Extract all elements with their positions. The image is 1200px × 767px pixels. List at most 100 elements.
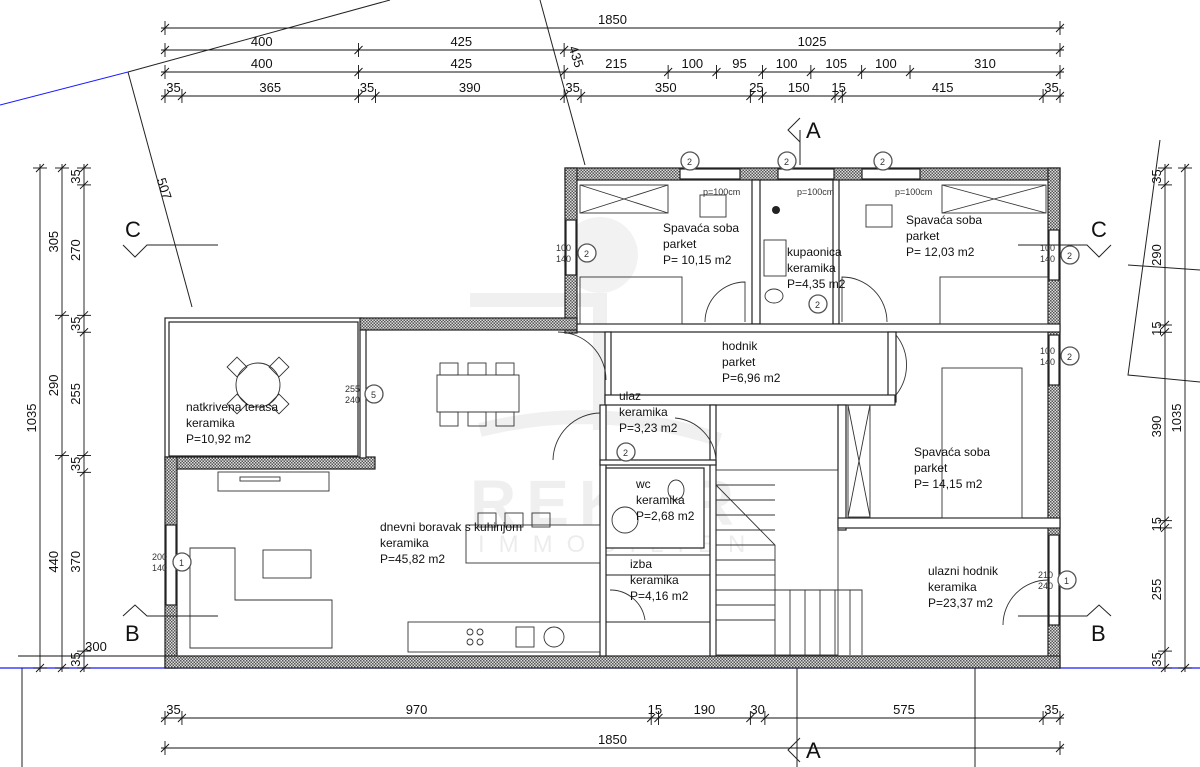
chair <box>467 362 487 376</box>
room-area: P=3,23 m2 <box>619 421 678 435</box>
dining-table <box>436 374 520 413</box>
dimension-label: 255 <box>1149 579 1164 601</box>
window <box>861 168 921 180</box>
parapet-label: p=100cm <box>895 187 932 197</box>
room-floor: keramika <box>787 261 836 275</box>
room-area: P=10,92 m2 <box>186 432 251 446</box>
window-tag-number: 2 <box>880 157 885 167</box>
window-tag <box>1060 346 1080 366</box>
room-floor: parket <box>906 229 940 243</box>
dimension-label: 970 <box>406 702 428 717</box>
room-area: P= 12,03 m2 <box>906 245 975 259</box>
sofa <box>189 547 333 649</box>
dimension-label: 255 <box>68 383 83 405</box>
kitchen-counter <box>407 621 601 653</box>
desk-chair <box>865 204 893 228</box>
diag-left-label: 507 <box>154 176 175 201</box>
door-swing <box>557 331 607 381</box>
dimension-label: 400 <box>251 34 273 49</box>
section-b-left-label: B <box>125 621 140 646</box>
chair <box>467 411 487 427</box>
dimension-label: 425 <box>450 56 472 71</box>
dimension-label: 1025 <box>798 34 827 49</box>
window-tag <box>1060 245 1080 265</box>
dimension-label: 105 <box>825 56 847 71</box>
opening-width: 200 <box>152 552 167 562</box>
wardrobe-x <box>579 184 669 214</box>
window <box>1048 334 1060 386</box>
room-name: dnevni boravak s kuhinjom <box>380 520 522 534</box>
diag-dimension-left <box>127 71 193 308</box>
neighbour-outline <box>1127 139 1200 383</box>
wall <box>576 323 1061 333</box>
section-a-top-arrow <box>787 117 801 165</box>
diag-top-label: 435 <box>566 44 587 69</box>
door-swing <box>552 412 601 461</box>
oven <box>515 626 535 648</box>
room-floor: keramika <box>630 573 679 587</box>
dimension-label: 575 <box>893 702 915 717</box>
window-tag <box>172 552 192 572</box>
dimension-label: 370 <box>68 551 83 573</box>
shower-drain <box>772 206 780 214</box>
window-tag-number: 2 <box>584 249 589 259</box>
section-c-left-arrow <box>122 244 218 258</box>
door-tag-number: 1 <box>1064 576 1069 586</box>
door-tag <box>616 442 636 462</box>
window-tag <box>777 151 797 171</box>
dimension-label: 35 <box>166 702 180 717</box>
room-area: P=45,82 m2 <box>380 552 445 566</box>
chair <box>439 411 459 427</box>
room-name: ulaz <box>619 389 641 403</box>
hob-ring <box>466 638 474 646</box>
window-tag-number: 1 <box>179 558 184 568</box>
room-floor: parket <box>722 355 756 369</box>
section-c-right-arrow <box>1018 244 1112 258</box>
offset-dimension-label: 300 <box>85 639 107 654</box>
washbasin <box>763 239 787 277</box>
dimension-label: 1850 <box>598 732 627 747</box>
tv <box>239 476 281 482</box>
room-name: hodnik <box>722 339 758 353</box>
section-b-right-label: B <box>1091 621 1106 646</box>
room-name: Spavaća soba <box>663 221 739 235</box>
wardrobe-x <box>847 404 871 518</box>
toilet <box>667 479 685 501</box>
wall <box>359 317 578 331</box>
bed <box>579 276 683 325</box>
door-swing <box>895 334 907 396</box>
chair <box>226 393 248 415</box>
chair <box>226 356 248 378</box>
dimension-label: 100 <box>776 56 798 71</box>
door-swing <box>1002 579 1049 626</box>
section-b-left-arrow <box>122 604 218 617</box>
dimension-label: 1850 <box>598 12 627 27</box>
dimension-label: 390 <box>1149 416 1164 438</box>
dimension-label: 35 <box>360 80 374 95</box>
door-tag-number: 2 <box>623 448 628 458</box>
opening-height: 240 <box>345 395 360 405</box>
dimension-label: 35 <box>1149 169 1164 183</box>
wall <box>837 404 847 531</box>
opening-tags: 2 2 2 2 2 2 2 2 5 1 1 p=100cm p=100cm p=… <box>152 151 1080 591</box>
dimension-label: 365 <box>259 80 281 95</box>
dimension-label: 15 <box>831 80 845 95</box>
window-tag <box>577 243 597 263</box>
room-name: Spavaća soba <box>914 445 990 459</box>
room-area: P= 14,15 m2 <box>914 477 983 491</box>
dimension-label: 350 <box>655 80 677 95</box>
dimension-label: 15 <box>648 702 662 717</box>
room-name: izba <box>630 557 652 571</box>
window-tag-number: 2 <box>1067 352 1072 362</box>
dimension-label: 270 <box>68 239 83 261</box>
door-swing <box>841 276 888 323</box>
room-area: P=6,96 m2 <box>722 371 781 385</box>
window-tag-number: 5 <box>371 390 376 400</box>
property-line <box>0 71 129 106</box>
